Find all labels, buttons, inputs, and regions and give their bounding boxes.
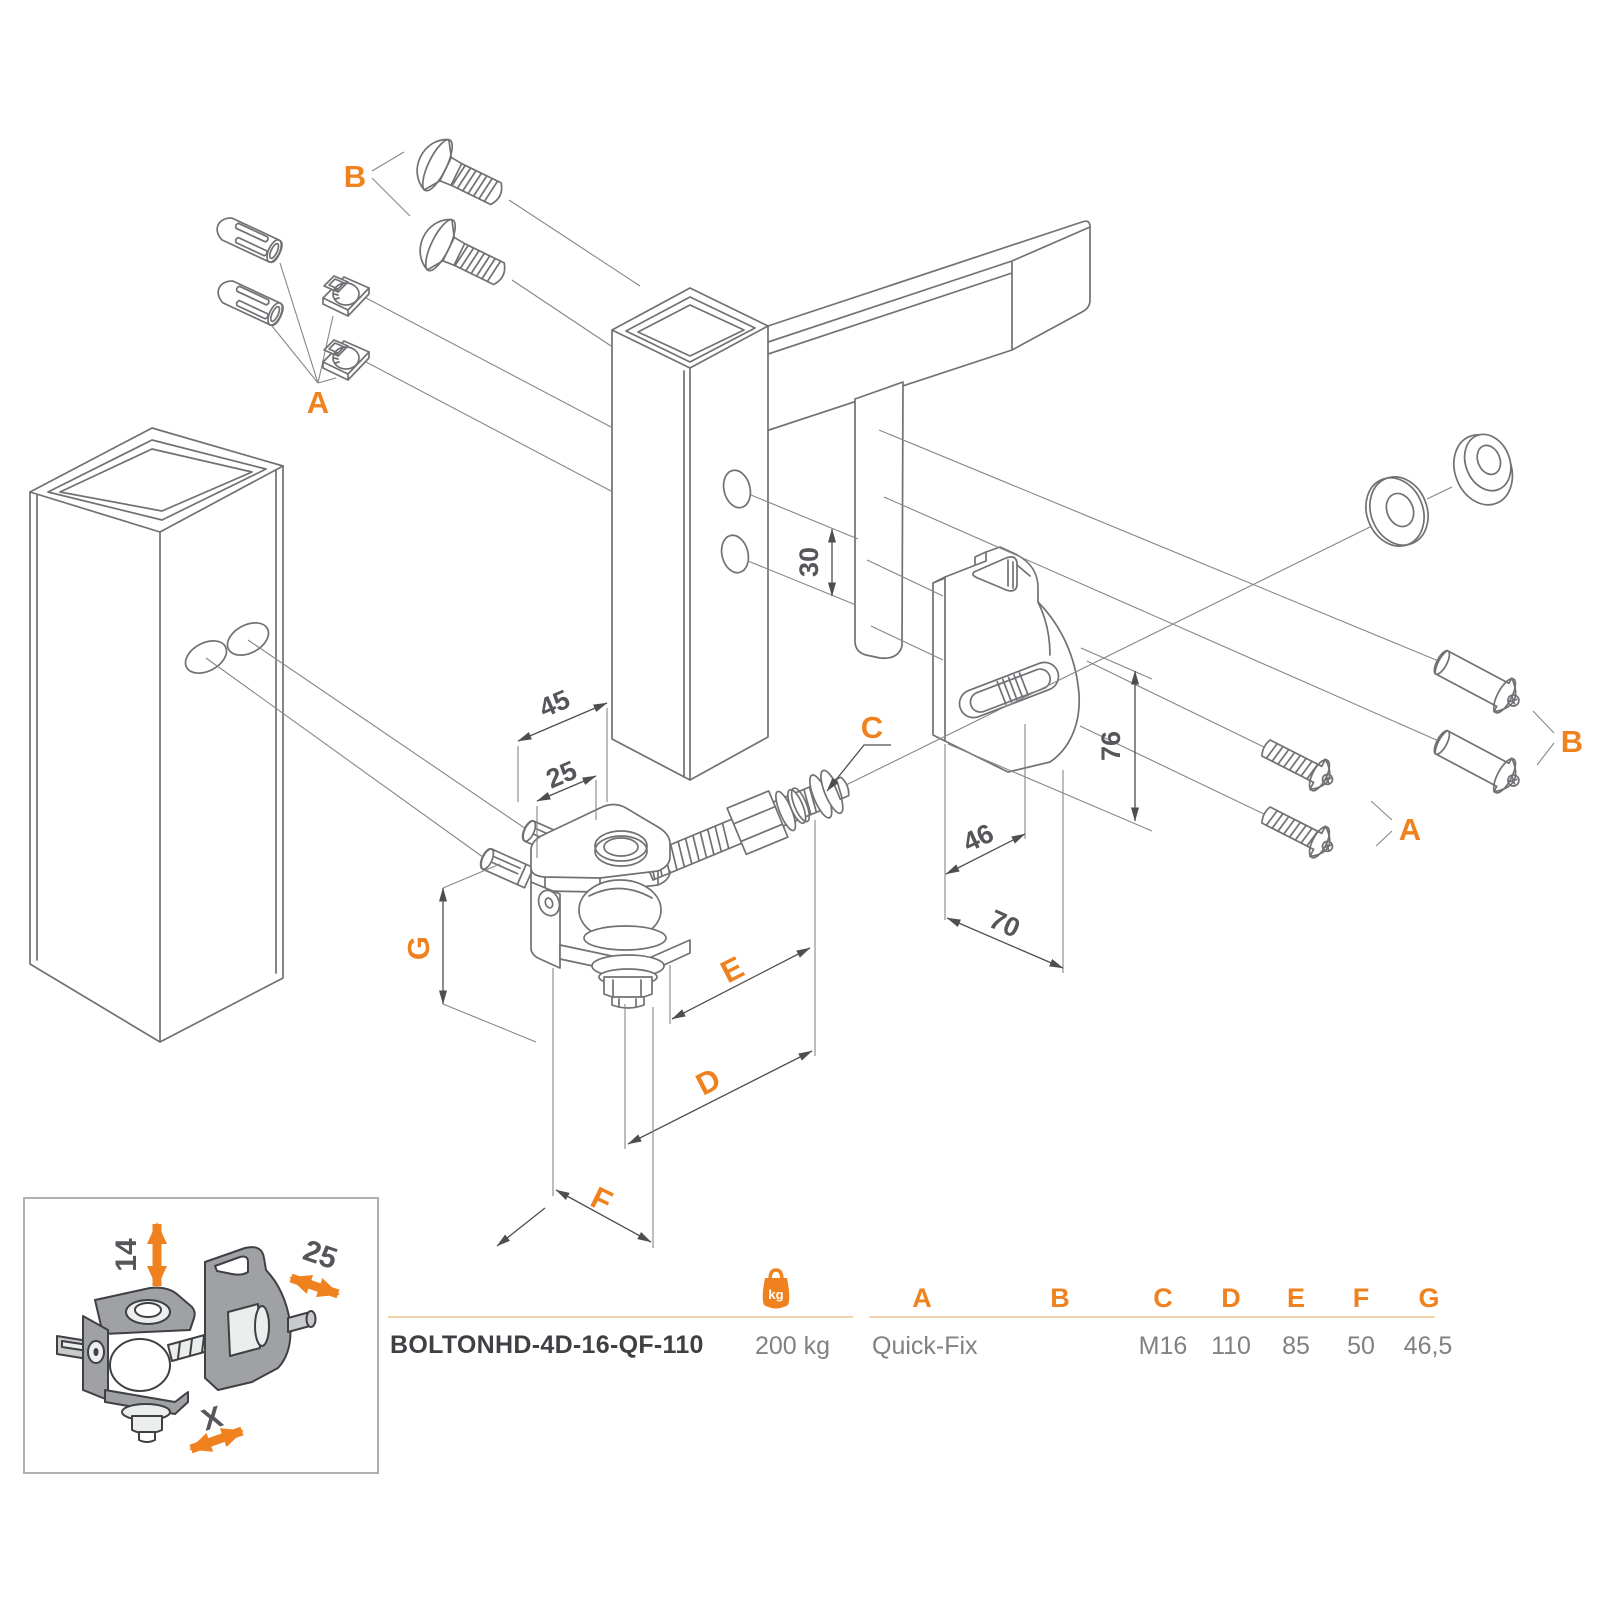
alignment-lines [205,151,1555,861]
dim-76-label: 76 [1096,731,1126,761]
kg-weight-icon: kg [762,1268,790,1309]
carriage-bolt [407,130,514,222]
flange-nut [1453,433,1514,506]
inset-washer [254,1305,270,1347]
button-head-screw [1255,731,1341,798]
table-header-G: G [1418,1283,1440,1313]
carriage-bolt [410,210,517,302]
dimension-30: 30 [747,494,859,606]
dimension-G: G [401,863,537,1043]
inset-hex-nut [227,1303,261,1357]
washer [1365,476,1429,547]
callout-D: D [690,1061,726,1102]
inset-dim-14: 14 [110,1238,143,1272]
hinge-threaded-rod [642,769,850,881]
frame-hole [722,469,752,509]
value-D: 110 [1211,1332,1251,1360]
dim-45-label: 45 [535,684,574,723]
hook-bracket [932,546,1080,773]
table-header-C: C [1153,1283,1173,1313]
quickfix-insert-nut [322,339,370,381]
table-header-A: A [912,1283,932,1313]
table-header-E: E [1286,1283,1306,1313]
product-weight: 200 kg [754,1332,830,1360]
hinge-assembly [479,769,850,1009]
table-header-D: D [1221,1283,1241,1313]
hinge-stud [479,847,535,889]
callout-A-anchors: A [307,385,329,420]
dim-46-label: 46 [958,818,998,858]
lateral-adjust-arrow [189,1426,244,1454]
dim-30-label: 30 [794,547,824,577]
dimension-F: F [552,968,654,1248]
callout-F: F [585,1180,617,1220]
inset-ball [109,1338,171,1392]
quickfix-insert-nut [322,275,370,317]
table-rule-left [388,1316,853,1318]
value-G: 46,5 [1403,1332,1453,1360]
value-A: Quick-Fix [872,1332,978,1360]
kg-icon-label: kg [768,1287,783,1302]
depth-adjust-arrow [289,1273,340,1299]
callout-G: G [401,936,436,960]
gate-pin-cylinder [854,381,904,660]
frame-hole [720,534,750,574]
washer [583,925,667,951]
expansion-anchor [213,276,287,329]
sleeve-nut [1427,722,1529,801]
inset-pointer-arrow [496,1207,546,1247]
callout-A-screws: A [1399,812,1421,847]
callout-B-bolts: B [344,159,366,194]
left-post [29,427,284,1043]
value-E: 85 [1282,1332,1310,1360]
table-header-F: F [1352,1283,1370,1313]
value-C: M16 [1138,1332,1188,1360]
button-head-screw [1255,798,1341,865]
product-name: BOLTONHD-4D-16-QF-110 [390,1331,704,1359]
callout-E: E [715,949,749,990]
callout-C: C [826,710,891,792]
sleeve-nut [1427,642,1529,721]
expansion-anchor [212,213,286,266]
inset-detail: 14 25 X [23,1197,379,1474]
dim-25-label: 25 [542,755,581,794]
hex-nut [603,976,653,1000]
dimension-70: 70 [946,770,1064,973]
dim-70-label: 70 [985,904,1025,944]
svg-text:C: C [861,710,883,745]
post-hole [184,640,228,674]
table-rule-right [869,1316,1435,1318]
value-F: 50 [1347,1332,1375,1360]
callout-B-sleeves: B [1561,724,1583,759]
bracket-slot [958,661,1060,719]
dimension-76: 76 [947,647,1153,832]
table-header-B: B [1050,1283,1070,1313]
post-hole [226,622,270,656]
gate-frame [611,220,1091,781]
